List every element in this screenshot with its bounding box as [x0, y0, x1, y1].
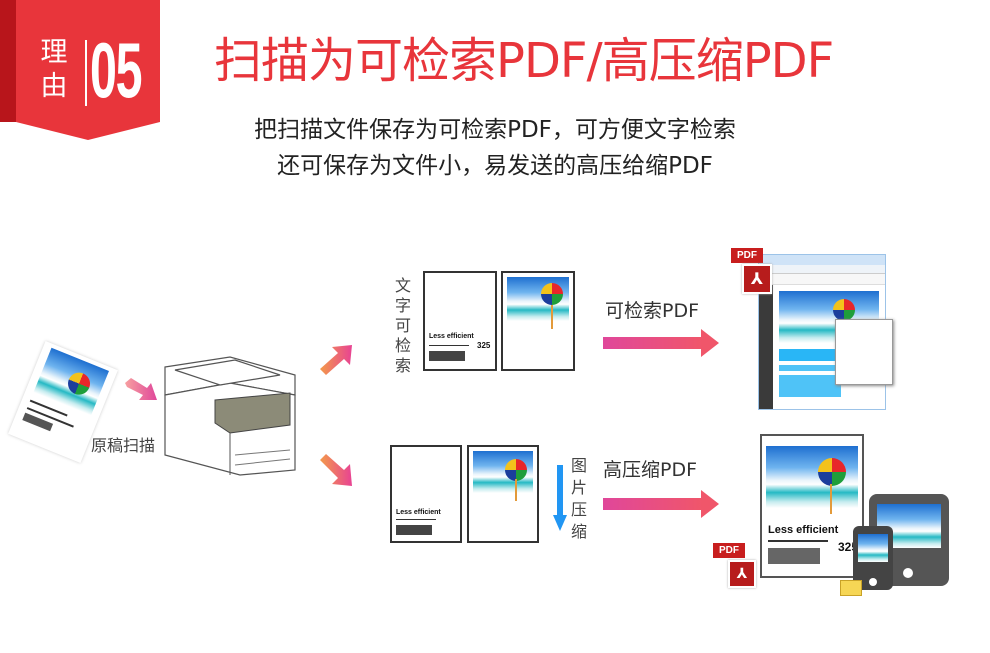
email-icon [840, 580, 862, 596]
doc-heading: Less efficient [396, 509, 441, 516]
doc-number: 325 [477, 341, 491, 350]
pdf-tag-bottom: PDF [713, 543, 745, 558]
compress-down-arrow [553, 465, 567, 531]
badge-divider [85, 40, 87, 106]
arrow-to-searchable-pdf [603, 329, 719, 357]
compressed-document: Less efficient 325 [760, 434, 864, 578]
acrobat-icon: ⅄ [742, 264, 772, 294]
scanner-printer-illustration [164, 356, 296, 476]
acrobat-icon: ⅄ [728, 560, 756, 588]
top-side-label: 文字可检索 [394, 276, 411, 375]
doc-heading: Less efficient [768, 524, 839, 536]
source-label: 原稿扫描 [91, 436, 156, 455]
doc-heading: Less efficient [429, 333, 474, 340]
subtitle-line-2: 还可保存为文件小，易发送的高压给缩PDF [277, 153, 713, 179]
arrow-up-right [320, 345, 352, 375]
text-page-bottom: Less efficient [390, 445, 462, 543]
compressed-pdf-label: 高压缩PDF [603, 459, 698, 481]
pdf-tag: PDF [731, 248, 763, 263]
reason-badge [0, 0, 160, 140]
badge-label: 理由 [40, 37, 68, 102]
arrow-down-right [320, 454, 352, 486]
context-menu [835, 319, 893, 385]
subtitle-line-1: 把扫描文件保存为可检索PDF，可方便文字检索 [254, 117, 736, 143]
page-title: 扫描为可检索PDF/高压缩PDF [214, 33, 834, 89]
image-page-top [501, 271, 575, 371]
phone-device [853, 526, 893, 590]
searchable-pdf-label: 可检索PDF [605, 300, 700, 322]
arrow-to-compressed-pdf [603, 490, 719, 518]
text-page-top: Less efficient 325 [423, 271, 497, 371]
arrow-to-scanner [125, 378, 157, 400]
pinwheel-icon [541, 283, 563, 305]
image-page-bottom [467, 445, 539, 543]
acrobat-window [758, 254, 893, 410]
bottom-side-label: 图片压缩 [570, 456, 587, 541]
badge-number: 05 [90, 26, 143, 114]
